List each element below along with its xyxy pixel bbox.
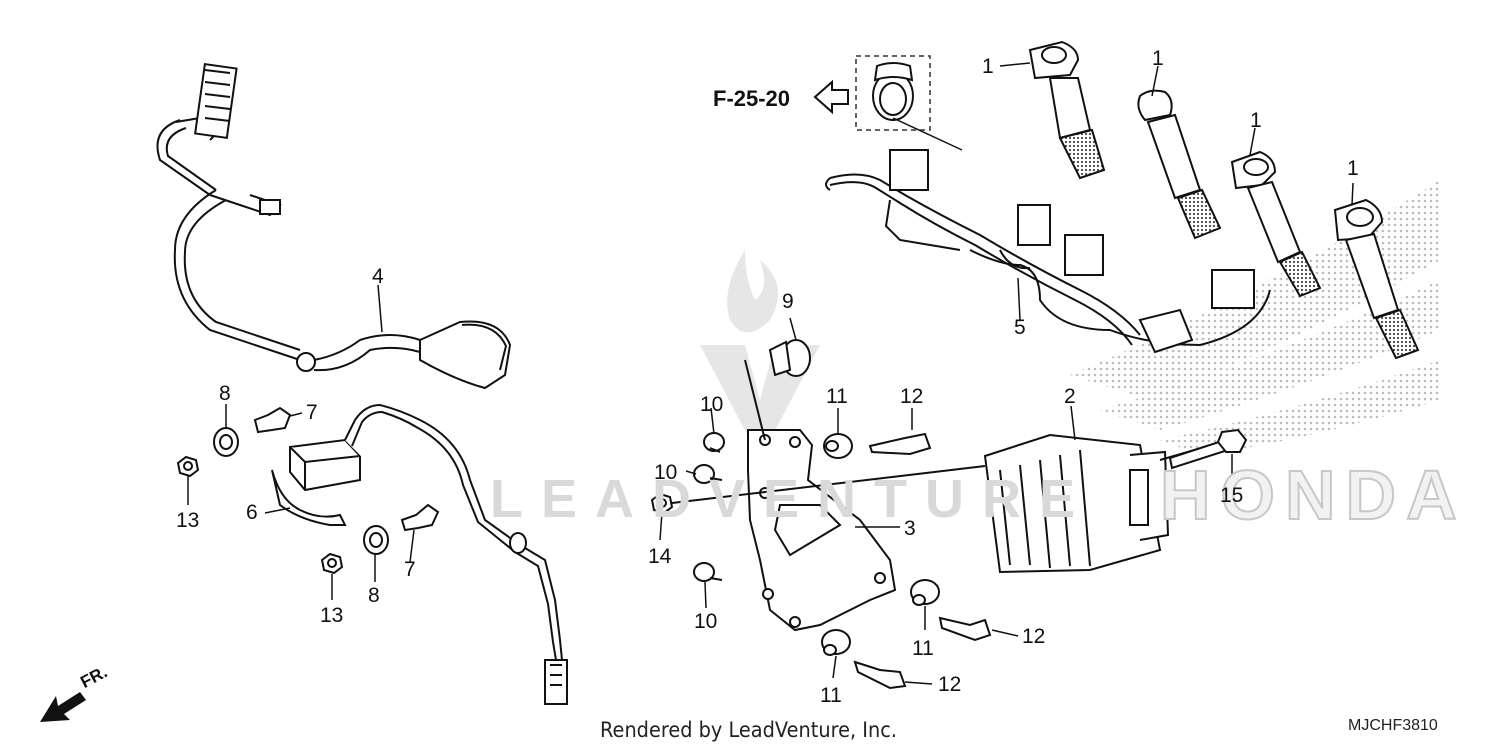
callout-10[interactable]: 10 — [694, 610, 718, 633]
small-hardware-left — [176, 406, 440, 575]
callout-10[interactable]: 10 — [700, 393, 724, 416]
reference-arrow-icon — [813, 79, 849, 115]
callout-11[interactable]: 11 — [912, 637, 934, 660]
callout-9[interactable]: 9 — [782, 290, 794, 313]
leader-lines — [187, 62, 1354, 685]
callout-13[interactable]: 13 — [176, 509, 200, 532]
callout-14[interactable]: 14 — [648, 545, 672, 568]
callout-2[interactable]: 2 — [1064, 385, 1076, 408]
diagram-code: MJCHF3810 — [1348, 717, 1438, 734]
callout-8[interactable]: 8 — [219, 382, 231, 405]
callout-6[interactable]: 6 — [246, 501, 258, 524]
ignition-coils-1 — [1028, 40, 1420, 360]
leadventure-watermark-text: LEADVENTURE — [490, 469, 1094, 529]
callout-12[interactable]: 12 — [900, 385, 924, 408]
callout-1[interactable]: 1 — [1347, 157, 1359, 180]
callout-7[interactable]: 7 — [404, 558, 416, 581]
wire-harness-5 — [825, 149, 1271, 354]
clamp-detail-box — [855, 55, 963, 151]
callout-1[interactable]: 1 — [1152, 47, 1164, 70]
callout-1[interactable]: 1 — [1250, 109, 1262, 132]
callout-5[interactable]: 5 — [1014, 316, 1026, 339]
callout-10[interactable]: 10 — [654, 461, 678, 484]
front-direction-arrow-icon — [40, 692, 86, 722]
callout-11[interactable]: 11 — [820, 684, 842, 707]
callout-1[interactable]: 1 — [982, 55, 994, 78]
callout-12[interactable]: 12 — [938, 673, 962, 696]
callout-3[interactable]: 3 — [904, 517, 916, 540]
callout-7[interactable]: 7 — [306, 401, 318, 424]
sensor-6 — [271, 403, 568, 705]
callout-12[interactable]: 12 — [1022, 625, 1046, 648]
callout-8[interactable]: 8 — [368, 584, 380, 607]
honda-watermark-text: HONDA — [1159, 455, 1467, 535]
render-credit: Rendered by LeadVenture, Inc. — [600, 718, 897, 742]
clip-9 — [768, 339, 811, 377]
bracket-3 — [744, 359, 897, 632]
callout-15[interactable]: 15 — [1220, 484, 1244, 507]
callout-11[interactable]: 11 — [826, 385, 848, 408]
regulator-2 — [983, 428, 1248, 574]
callout-4[interactable]: 4 — [372, 265, 384, 288]
callout-13[interactable]: 13 — [320, 604, 344, 627]
wire-harness-4 — [156, 62, 512, 390]
reference-link-f-25-20[interactable]: F-25-20 — [713, 86, 791, 111]
small-hardware-center — [650, 432, 992, 690]
